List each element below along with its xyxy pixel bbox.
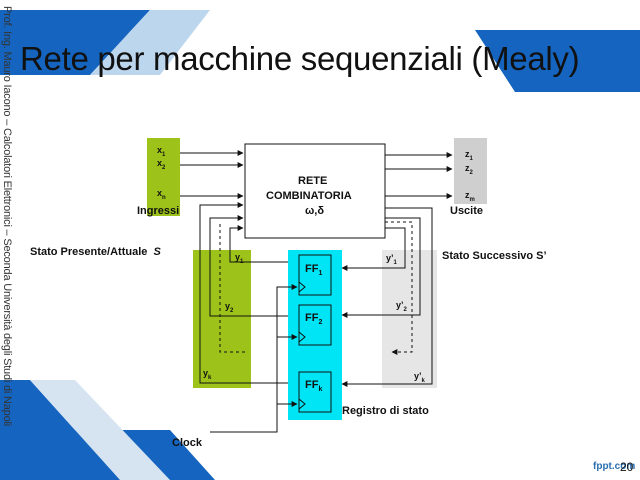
y1-next-label: y’1	[386, 253, 397, 266]
top-left-band	[0, 10, 150, 75]
input-label-xn: xn	[157, 188, 166, 201]
clock-line	[210, 284, 298, 433]
y2-label: y2	[225, 301, 234, 314]
stato-successivo-label: Stato Successivo S’	[442, 250, 547, 262]
next-yk-out	[341, 207, 433, 387]
feedback-y2-in	[209, 215, 288, 317]
slide-title: Rete per macchine sequenziali (Mealy)	[20, 40, 580, 77]
state-present-highlight	[193, 250, 251, 388]
y1-label: y1	[235, 252, 244, 265]
brand-logo: fppt.com	[593, 461, 636, 472]
next-y2-out	[341, 217, 421, 318]
ff2-clock-mark	[298, 331, 306, 343]
registro-di-stato-label: Registro di stato	[342, 405, 429, 417]
outputs-highlight	[454, 138, 487, 204]
stato-presente-symbol: S	[153, 246, 161, 258]
state-next-highlight	[382, 250, 437, 388]
uscite-label: Uscite	[450, 205, 484, 217]
y2-next-label: y’2	[396, 300, 407, 313]
top-left-band-light	[90, 10, 210, 75]
yk-label: yk	[203, 368, 212, 381]
input-label-x1: x1	[157, 145, 166, 158]
ingressi-label: Ingressi	[137, 205, 180, 217]
output-label-z2: z2	[465, 163, 473, 176]
combinational-block	[244, 143, 386, 239]
flip-flop-2	[298, 304, 332, 346]
output-label-z1: z1	[465, 149, 473, 162]
clock-label: Clock	[172, 437, 202, 449]
flip-flop-1	[298, 254, 332, 296]
inputs-highlight	[147, 138, 180, 216]
ffk-label: FFk	[305, 379, 323, 394]
block-function-symbol: ω,δ	[305, 205, 325, 217]
feedback-dashed-in	[219, 222, 245, 353]
ffk-clock-mark	[298, 398, 306, 410]
flip-flop-k	[298, 371, 332, 413]
block-title-rete: RETE	[298, 175, 328, 187]
block-title-combinatoria: COMBINATORIA	[266, 190, 352, 202]
output-label-zm: zm	[465, 190, 475, 203]
next-y1-out	[341, 227, 406, 271]
input-label-x2: x2	[157, 158, 166, 171]
bottom-band-light	[30, 380, 170, 480]
next-dashed-out	[385, 221, 413, 355]
feedback-y1-in	[229, 225, 288, 263]
top-right-band	[475, 30, 640, 92]
page-number: 20	[620, 460, 634, 474]
ff2-label: FF2	[305, 312, 323, 327]
stato-presente-label: Stato Presente/Attuale S	[30, 246, 161, 258]
feedback-yk-in	[199, 202, 288, 384]
ff1-label: FF1	[305, 263, 323, 278]
ff1-clock-mark	[298, 281, 306, 293]
yk-next-label: y’k	[414, 371, 425, 384]
